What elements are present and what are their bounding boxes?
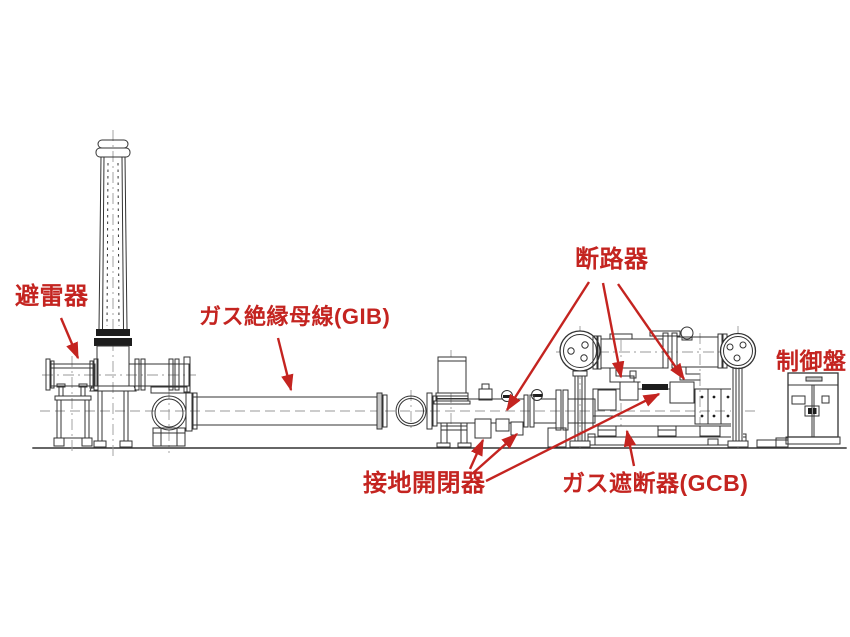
leader-disconnector-2 [601, 282, 625, 379]
leader-gcb [623, 429, 637, 467]
ball-joint-1-drawing [150, 386, 193, 447]
lightning-arrester-drawing [45, 358, 99, 447]
label-earthing-switch: 接地開閉器 [363, 470, 486, 497]
leader-arrester [59, 317, 80, 360]
disconnector-flange-2-drawing [719, 332, 757, 448]
leader-disconnector-1 [505, 281, 591, 412]
bushing-drawing [89, 139, 137, 448]
label-control-panel: 制御盤 [776, 348, 847, 374]
centerlines [40, 130, 760, 456]
label-disconnector: 断路器 [575, 245, 649, 273]
label-arrester: 避雷器 [15, 282, 89, 310]
leader-earthing-1 [468, 438, 485, 470]
tee-pipe-drawing [128, 356, 191, 393]
label-gcb: ガス遮断器(GCB) [562, 470, 748, 496]
gib-pipe-drawing [191, 392, 388, 430]
label-gib: ガス絶縁母線(GIB) [199, 304, 390, 329]
bus-section-drawing [433, 356, 596, 448]
disconnector-flange-1-drawing [559, 330, 601, 448]
control-panel-drawing [756, 372, 841, 448]
leader-gib [276, 337, 294, 392]
leader-disconnector-3 [617, 283, 685, 381]
leader-earthing-3 [485, 392, 661, 483]
callout-labels: 避雷器 ガス絶縁母線(GIB) 断路器 制御盤 接地開閉器 ガス遮断器(GCB) [15, 245, 847, 497]
leader-earthing-2 [471, 433, 519, 475]
ball-joint-2-drawing [395, 392, 438, 430]
